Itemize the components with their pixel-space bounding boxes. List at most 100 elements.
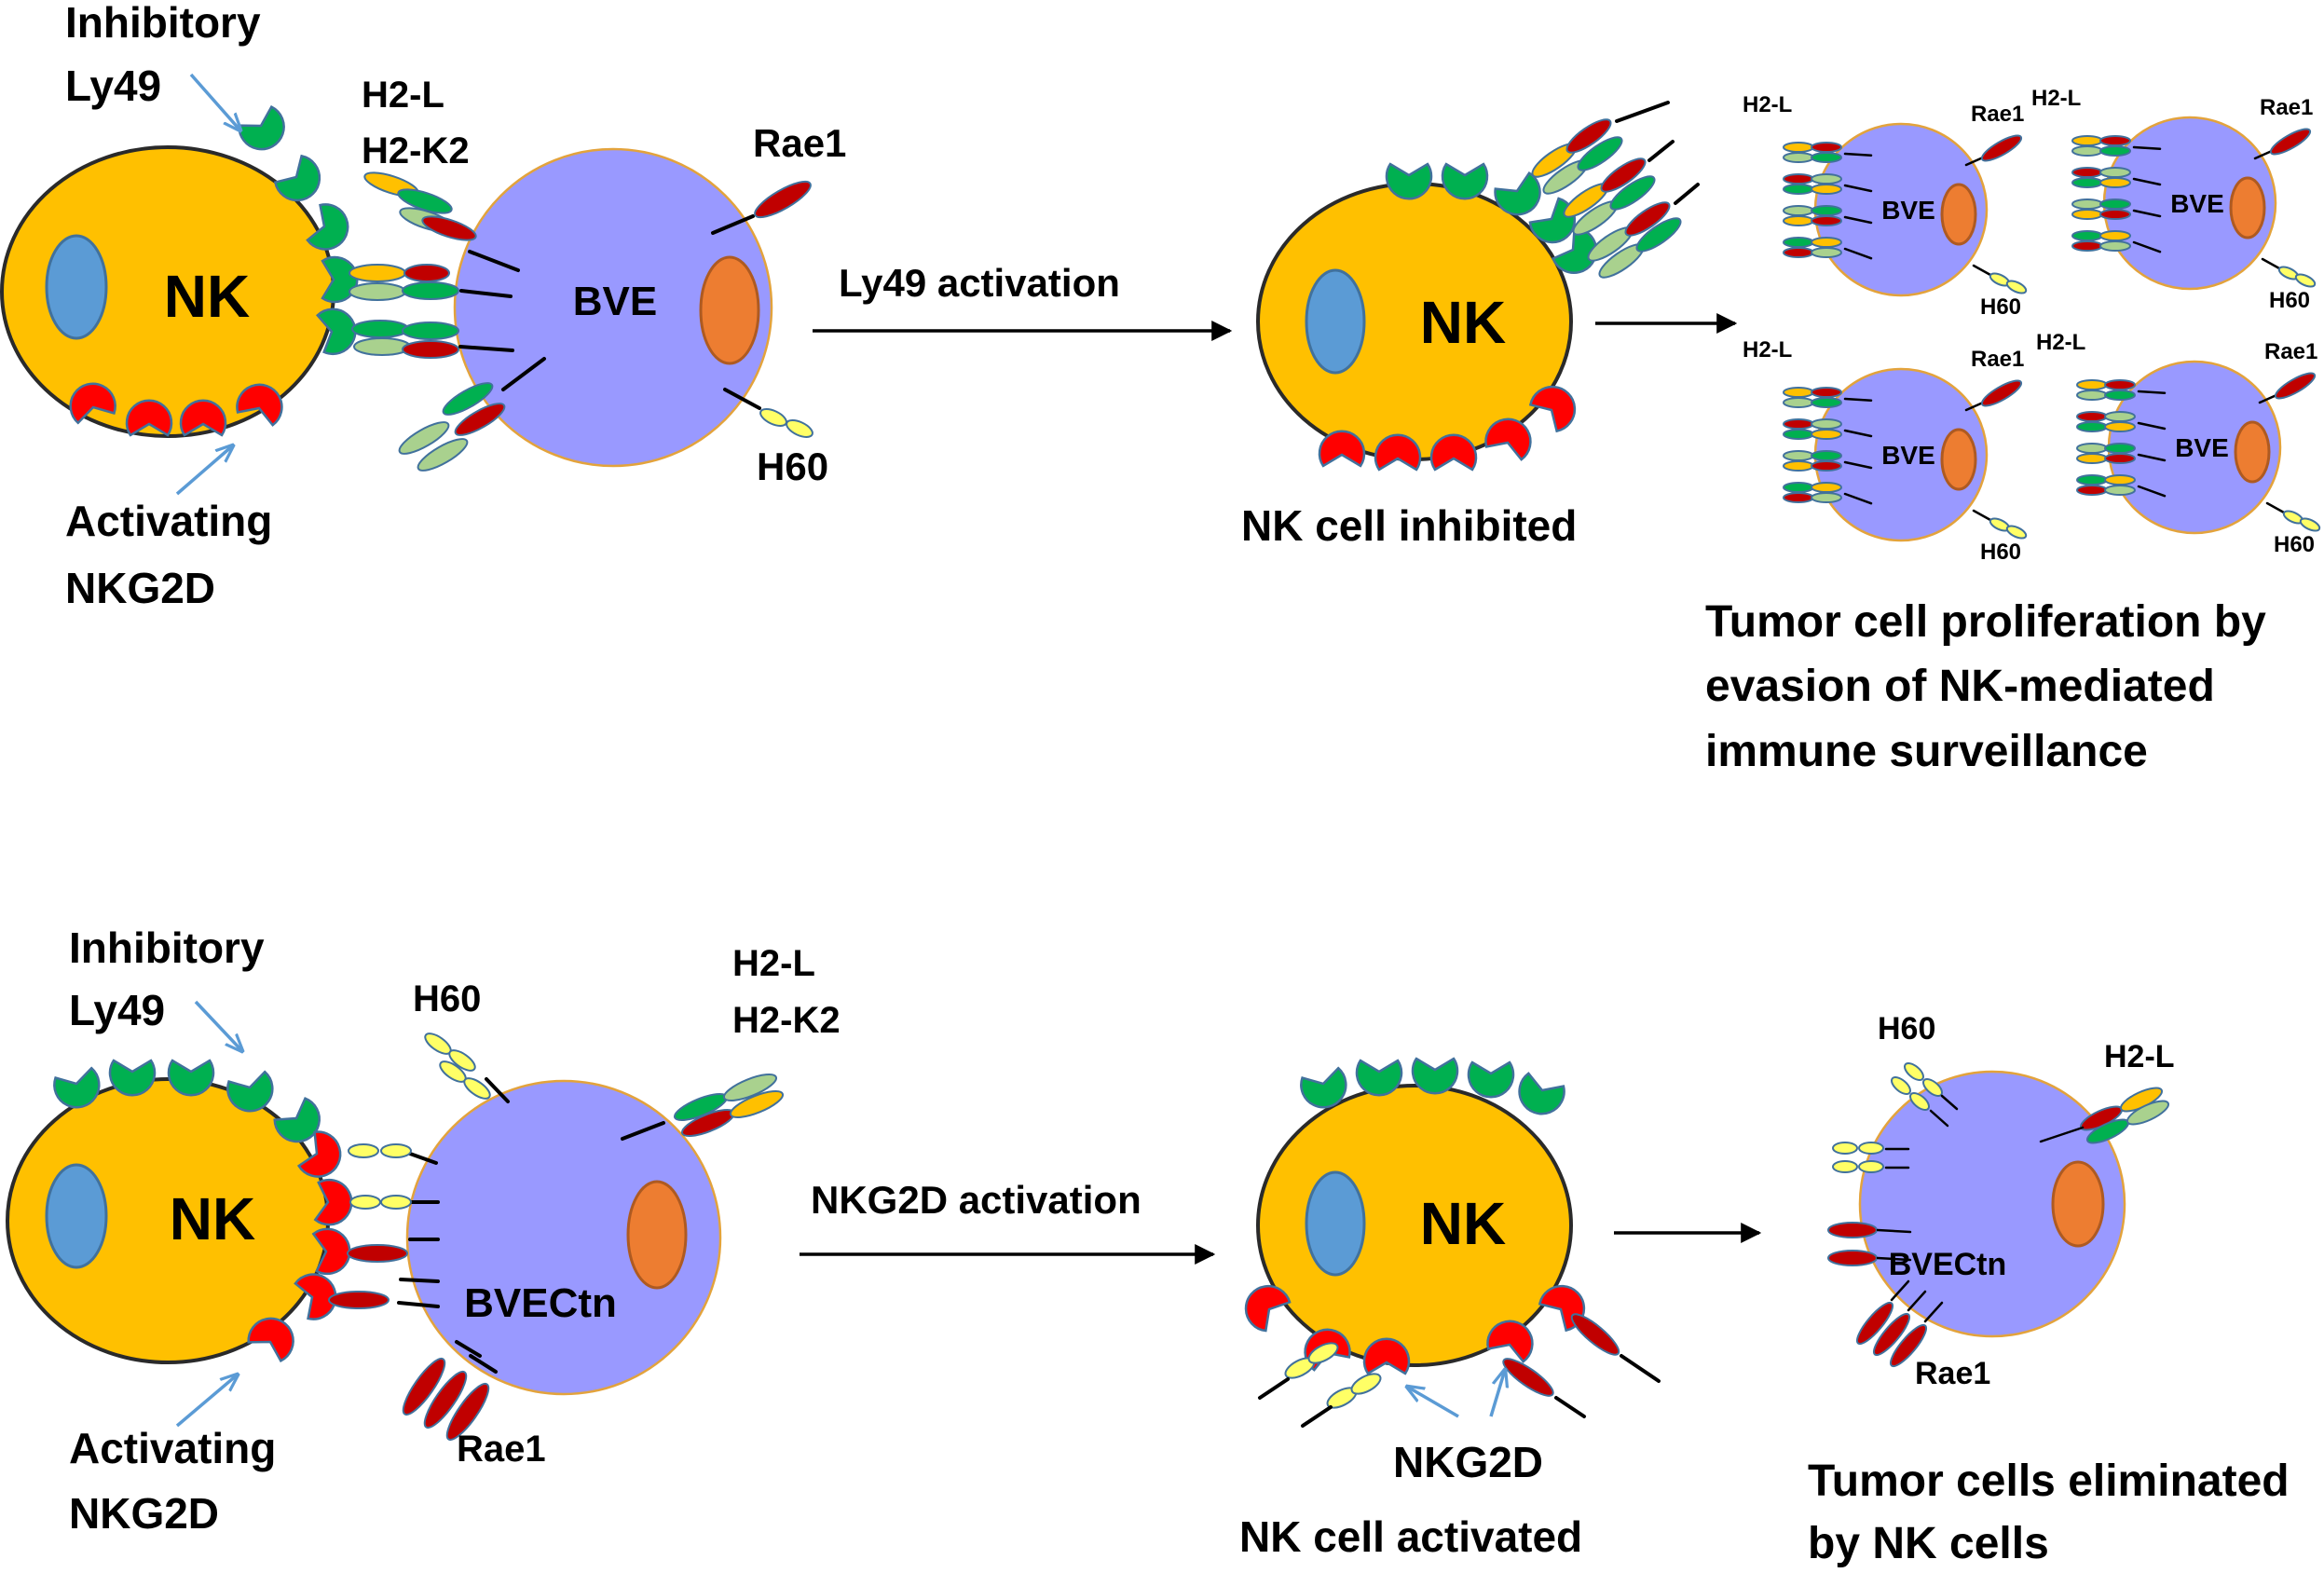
- mhc-domain: [2104, 485, 2136, 496]
- rae1-ligands: [1827, 1222, 1944, 1368]
- mhc-domain: [398, 421, 450, 455]
- mhc-domain: [2104, 411, 2136, 422]
- ligand-stalk: [2132, 145, 2162, 151]
- h60-label: H60: [2274, 532, 2315, 557]
- outcome-line1: Tumor cell proliferation by: [1705, 597, 2266, 647]
- ligand-stalk: [723, 388, 761, 410]
- mhc-domain: [1811, 387, 1842, 398]
- ligand-stalk: [1843, 492, 1873, 505]
- mhc-domain: [1783, 184, 1814, 195]
- mhc-domain: [2104, 443, 2136, 454]
- h60-label: H60: [1980, 540, 2021, 565]
- outcome-line2: by NK cells: [1808, 1519, 2049, 1568]
- mhc-domain: [1783, 387, 1814, 398]
- ligand-stalk: [1843, 184, 1873, 193]
- mhc-domain: [351, 320, 409, 338]
- activating-pointer-arrow: [175, 1375, 238, 1428]
- mhc-label-line2: H2-K2: [732, 1000, 841, 1041]
- rae1-label: Rae1: [753, 121, 846, 165]
- ligand-stalk: [1843, 247, 1873, 260]
- tumor-cell-body: [1858, 1070, 2126, 1338]
- mhc-domain: [1783, 429, 1814, 440]
- ligand-stalk: [2132, 177, 2162, 186]
- ligand-stalk: [1843, 215, 1873, 225]
- ligand-stalk: [711, 214, 755, 235]
- ligand-stalk: [2261, 257, 2281, 270]
- h60-ligand: [2005, 280, 2028, 294]
- mhc-domain: [1811, 173, 1842, 185]
- bve-label: BVE: [2170, 189, 2224, 218]
- mhc-domain: [1783, 237, 1814, 248]
- nk-label: NK: [164, 263, 250, 330]
- rae1-ligands-bound: [328, 1244, 408, 1309]
- nkg2d-pointer-arrow: [1489, 1370, 1505, 1417]
- rae1-ligand: [1980, 134, 2023, 162]
- mhc-domain: [349, 282, 406, 301]
- tumor-nucleus: [2229, 176, 2266, 239]
- mhc-domain: [2076, 379, 2108, 390]
- nk-label: NK: [170, 1185, 255, 1252]
- mhc-domain: [2071, 209, 2103, 220]
- ligand-stalk: [1972, 264, 1992, 277]
- bound-nkg2d-ligands: [1258, 1313, 1661, 1428]
- h60-label: H60: [1980, 294, 2021, 320]
- inhibitory-label-line1: Inhibitory: [65, 0, 261, 47]
- mhc-domain: [402, 281, 459, 300]
- activating-label-line1: Activating: [65, 497, 272, 545]
- nk-nucleus: [45, 234, 108, 340]
- mhc-label-line1: H2-L: [362, 75, 444, 116]
- outcome-line2: evasion of NK-mediated: [1705, 662, 2215, 711]
- tumor-label: BVECtn: [464, 1280, 617, 1326]
- mhc-domain: [2099, 230, 2131, 241]
- small-h60-label: H60: [1878, 1011, 1935, 1046]
- rae1-ligand: [1980, 379, 2023, 407]
- mhc-domain: [2076, 411, 2108, 422]
- mhc-domain: [1811, 397, 1842, 408]
- tumor-nucleus: [2051, 1160, 2105, 1248]
- ligand-stalk: [2137, 421, 2167, 431]
- tumor-nucleus: [1940, 428, 1977, 491]
- mhc-domain: [1811, 482, 1842, 493]
- h60-ligand: [2005, 525, 2028, 540]
- nk-cell-body: [1256, 1084, 1573, 1367]
- tumor-cell-body: [405, 1079, 722, 1396]
- ligand-stalk: [458, 345, 514, 352]
- nk-cell-body: [1256, 182, 1573, 461]
- inhibitory-label-line2: Ly49: [69, 986, 165, 1034]
- mhc-domain: [1811, 429, 1842, 440]
- mhc-domain: [1783, 460, 1814, 472]
- bound-mhc-ligands: [1531, 101, 1700, 279]
- activating-label-line1: Activating: [69, 1424, 276, 1472]
- rae1-ligand: [754, 180, 812, 219]
- mhc-domain: [2099, 240, 2131, 252]
- activating-label-line2: NKG2D: [65, 564, 215, 612]
- tumor-label: BVE: [573, 279, 657, 324]
- mhc-domain: [1783, 215, 1814, 226]
- inhibitory-pointer-arrow: [189, 73, 240, 130]
- mhc-domain: [2076, 443, 2108, 454]
- nk-cell-inhibited: NK: [1256, 101, 1700, 472]
- h60-ligand: [2299, 517, 2321, 532]
- rae1-label: Rae1: [1971, 347, 2024, 372]
- inhibitory-pointer-arrow: [194, 1000, 242, 1051]
- outcome-line1: Tumor cells eliminated: [1808, 1457, 2290, 1506]
- rae1-label: Rae1: [2260, 95, 2313, 120]
- mhc-domain: [1811, 418, 1842, 430]
- nk-nucleus: [1305, 268, 1366, 375]
- mhc-domain: [417, 438, 469, 472]
- mhc-domain: [1783, 397, 1814, 408]
- mhc-domain: [402, 321, 459, 340]
- tumor-nucleus: [1940, 183, 1977, 246]
- mhc-domain: [2099, 198, 2131, 210]
- mhc-domain: [1783, 492, 1814, 503]
- mhc-domain: [402, 340, 459, 359]
- ligand-stalk: [2258, 393, 2278, 404]
- mhc-domain: [1783, 173, 1814, 185]
- ligand-stalk: [1964, 401, 1985, 412]
- mhc-domain: [1811, 492, 1842, 503]
- mhc-domain: [454, 403, 506, 436]
